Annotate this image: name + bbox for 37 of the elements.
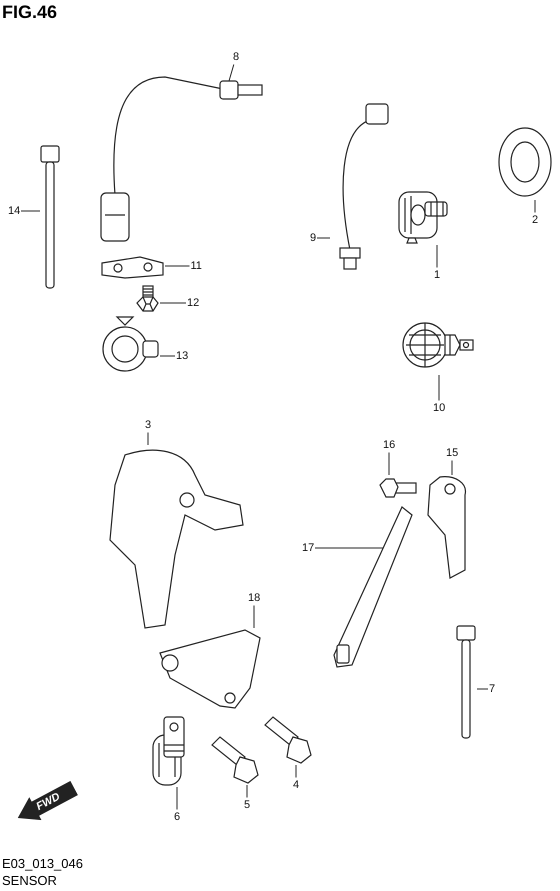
callout-number: 2 [532,214,538,226]
callout-number: 10 [433,402,446,414]
leader-line [438,374,440,401]
callout-number: 7 [489,682,496,696]
callout-number: 6 [174,810,180,824]
leader-line [436,244,438,268]
callout-number: 11 [190,260,202,272]
leader-line [476,688,488,690]
callout-number: 8 [233,50,240,64]
callout-number: 5 [244,798,250,812]
callout-number: 1 [434,268,440,282]
callout-number: 16 [383,438,396,452]
callout-number: 9 [310,232,316,244]
callout-number: 4 [293,778,300,792]
bolt-drawing [263,715,313,765]
leader-line [20,210,40,212]
callout-number: 18 [248,592,260,604]
leader-line [388,452,390,476]
lever-drawing [332,505,415,670]
drawing-code: E03_013_046 [2,856,83,871]
callout-number: 3 [145,418,152,432]
callout-number: 14 [8,204,20,218]
cable-tie-drawing [455,625,477,740]
leader-line [176,786,178,810]
callout-number: 13 [176,350,188,362]
callout-number: 17 [302,542,314,554]
callout-number: 12 [187,296,200,310]
bolt-drawing [210,735,260,785]
cable-tie-drawing [40,145,60,290]
leader-line [228,64,234,82]
bracket-plate-drawing [100,255,165,280]
figure-title: FIG.46 [2,2,58,23]
leader-line [246,784,248,798]
leader-line [160,302,186,304]
callout-number: 15 [446,446,458,460]
section-name: SENSOR [2,873,57,888]
leader-line [534,200,536,213]
